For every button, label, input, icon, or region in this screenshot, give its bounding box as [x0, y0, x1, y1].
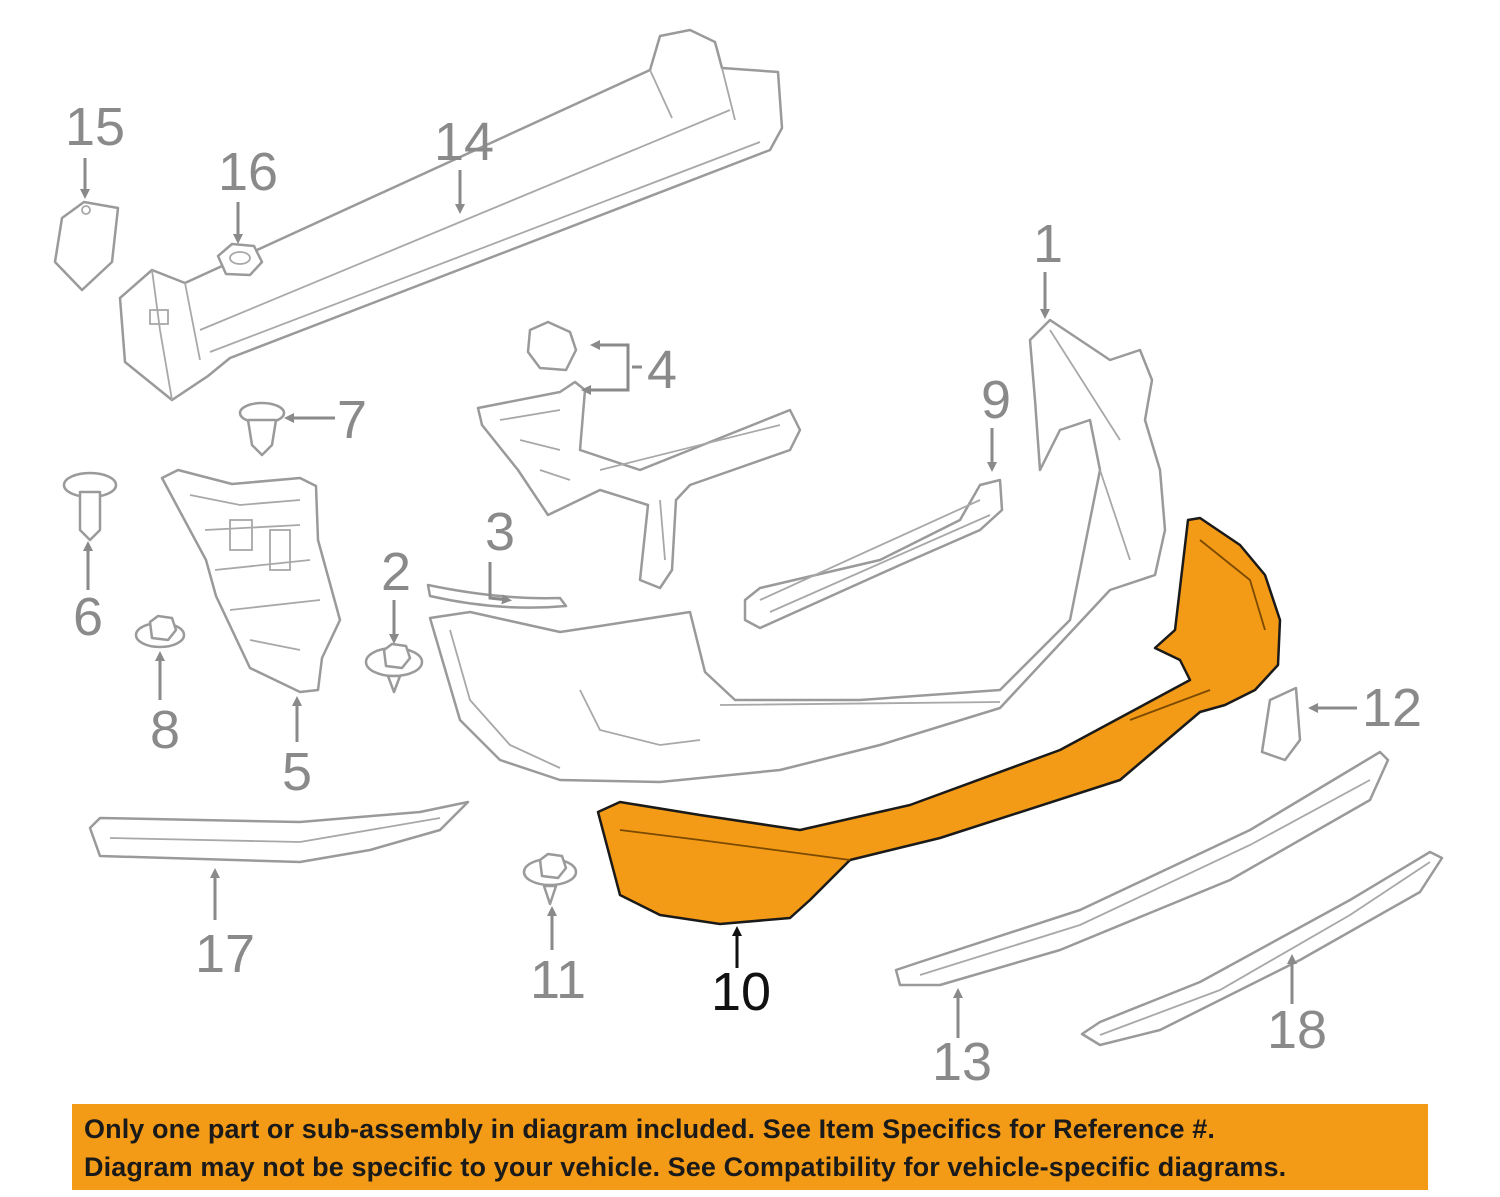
part-2-fastener: [364, 642, 424, 694]
leader-lines: [80, 158, 1357, 1038]
part-12-cap: [1260, 686, 1302, 762]
part-13-lower-strip: [894, 750, 1390, 987]
disclaimer-line-2: Diagram may not be specific to your vehi…: [84, 1152, 1287, 1182]
part-15-cover-plate: [53, 200, 120, 292]
callout-15: 15: [65, 97, 125, 157]
callout-17: 17: [195, 924, 255, 984]
callout-1: 1: [1033, 214, 1063, 274]
disclaimer-banner: Only one part or sub-assembly in diagram…: [72, 1104, 1428, 1190]
callout-8: 8: [150, 700, 180, 760]
callout-3: 3: [485, 502, 515, 562]
part-17-reflector-strip: [88, 800, 470, 864]
part-5-side-bracket: [160, 468, 342, 694]
callout-9: 9: [981, 370, 1011, 430]
part-14-reinforcement-beam: [118, 28, 784, 402]
callout-16: 16: [218, 142, 278, 202]
part-7-push-clip: [238, 401, 286, 457]
callout-13: 13: [932, 1032, 992, 1092]
part-11-fastener: [522, 852, 578, 906]
callout-2: 2: [381, 542, 411, 602]
part-3-trim-strip: [426, 583, 568, 609]
part-9-inner-reinforcement: [743, 478, 1004, 630]
part-6-bolt: [62, 471, 118, 542]
callout-4: 4: [647, 340, 677, 400]
callout-6: 6: [73, 587, 103, 647]
callout-18: 18: [1267, 1000, 1327, 1060]
part-4-center-bracket: [476, 320, 802, 590]
part-8-flange-nut: [134, 614, 186, 649]
part-18-diffuser-strip: [1080, 850, 1444, 1047]
part-16-nut: [216, 242, 264, 277]
callout-11: 11: [530, 950, 586, 1010]
callout-14: 14: [434, 112, 494, 172]
part-1-bumper-cover: [428, 318, 1167, 784]
callout-10: 10: [711, 962, 771, 1022]
disclaimer-line-1: Only one part or sub-assembly in diagram…: [84, 1114, 1215, 1144]
callout-12: 12: [1362, 678, 1422, 738]
part-10-lower-valance-highlighted: [596, 516, 1282, 926]
callout-7: 7: [337, 390, 367, 450]
callout-5: 5: [282, 742, 312, 802]
